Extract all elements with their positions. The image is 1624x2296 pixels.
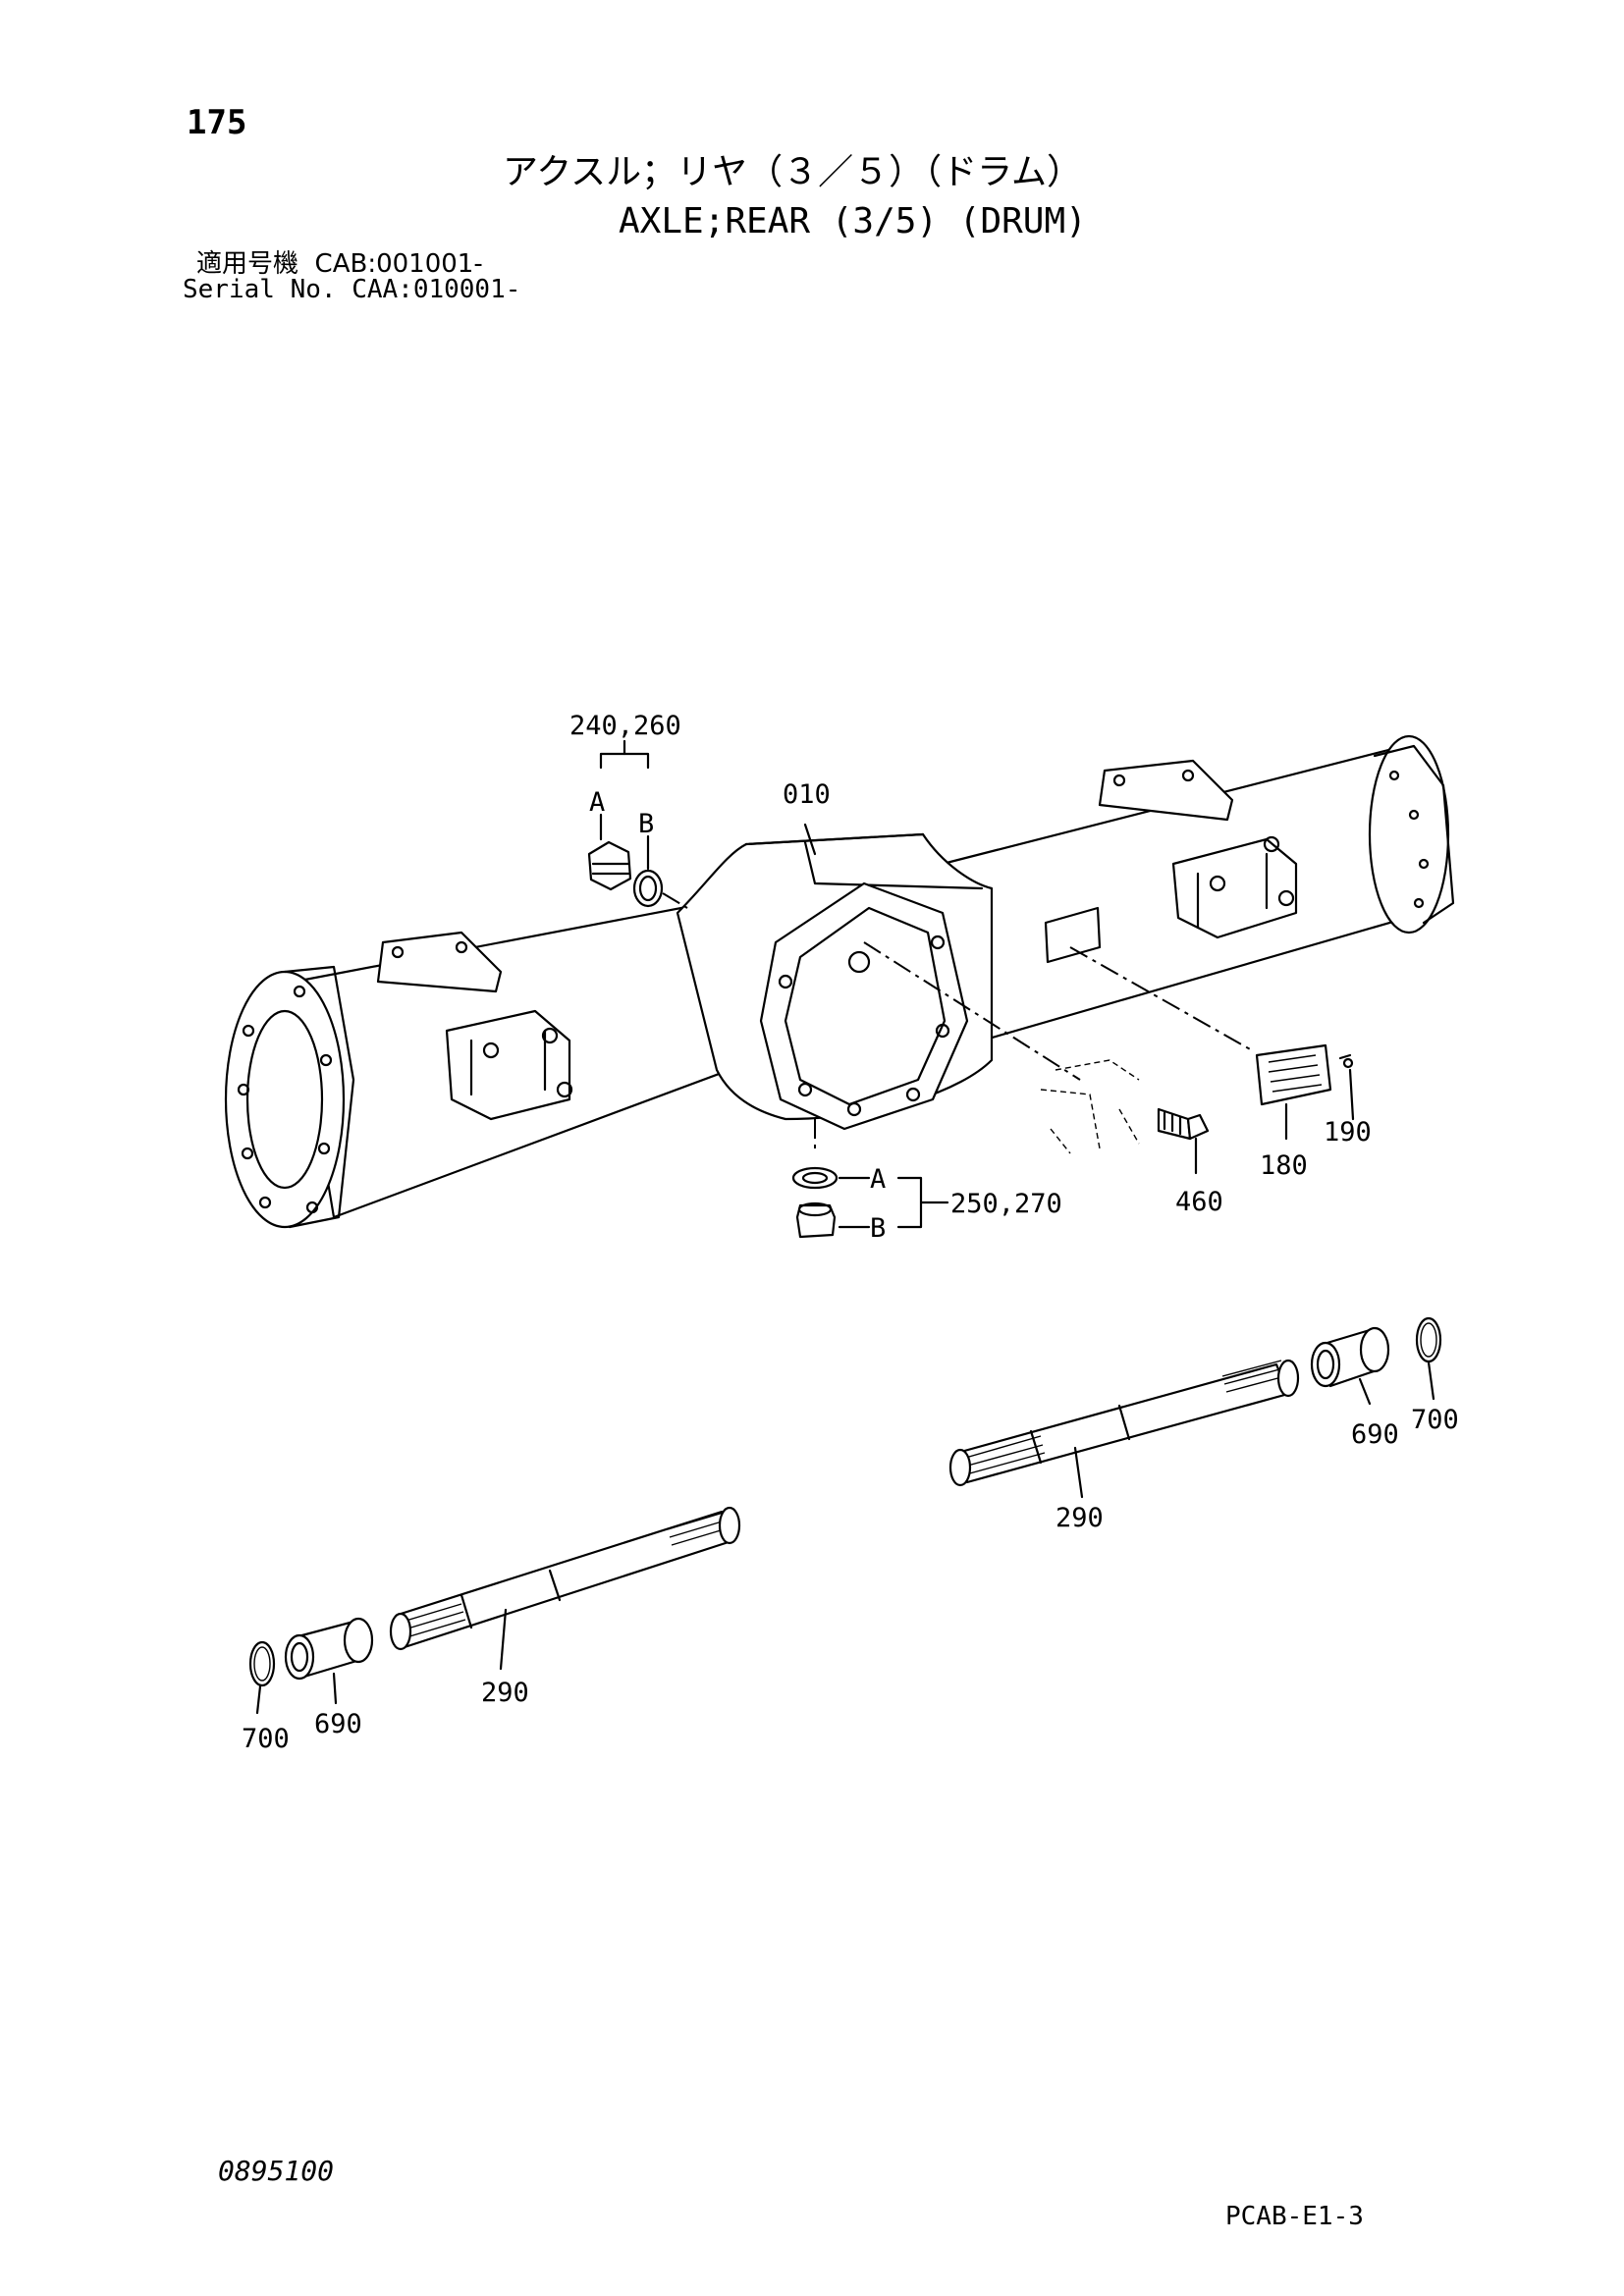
serial-value-2: CAA:010001- bbox=[352, 275, 521, 304]
callout-460: 460 bbox=[1175, 1187, 1223, 1217]
callout-a-top: A bbox=[589, 787, 605, 818]
plug-240-260 bbox=[587, 739, 688, 909]
right-snap-ring-700 bbox=[1415, 1316, 1442, 1401]
plug-250-270 bbox=[791, 1119, 949, 1239]
callout-a-bottom: A bbox=[870, 1164, 886, 1195]
plate-code: PCAB-E1-3 bbox=[1225, 2202, 1364, 2231]
callout-250-270: 250,270 bbox=[950, 1189, 1062, 1219]
serial-label-en: Serial No. bbox=[183, 275, 337, 304]
right-sleeve-690 bbox=[1310, 1326, 1390, 1406]
name-plate-180 bbox=[1069, 946, 1355, 1141]
axle-housing bbox=[224, 734, 1455, 1229]
callout-b-top: B bbox=[638, 809, 654, 839]
serial-value-1: CAB:001001- bbox=[314, 249, 483, 279]
callout-240-260: 240,260 bbox=[569, 711, 681, 741]
callout-700-left: 700 bbox=[242, 1724, 290, 1754]
document-code: 0895100 bbox=[218, 2155, 335, 2187]
callout-290-left: 290 bbox=[481, 1678, 529, 1708]
callout-180: 180 bbox=[1260, 1150, 1308, 1181]
left-shaft-290 bbox=[389, 1506, 741, 1671]
serial-line-1: 適用号機 CAB:001001- bbox=[196, 251, 483, 277]
callout-690-right: 690 bbox=[1351, 1419, 1399, 1450]
left-sleeve-690 bbox=[284, 1617, 374, 1705]
bolt-460 bbox=[863, 941, 1210, 1175]
callout-190: 190 bbox=[1324, 1117, 1372, 1148]
left-snap-ring-700 bbox=[248, 1640, 276, 1715]
right-shaft-290 bbox=[948, 1359, 1300, 1499]
serial-line-2: Serial No. CAA:010001- bbox=[183, 277, 520, 302]
callout-700-right: 700 bbox=[1411, 1405, 1459, 1435]
page-title-english: AXLE;REAR (3/5) (DRUM) bbox=[619, 201, 1087, 241]
callout-290-right: 290 bbox=[1056, 1503, 1104, 1533]
serial-label-jp: 適用号機 bbox=[196, 249, 299, 279]
callout-b-bottom: B bbox=[870, 1213, 886, 1244]
callout-010: 010 bbox=[783, 779, 831, 810]
callout-690-left: 690 bbox=[314, 1709, 362, 1739]
page-number: 175 bbox=[187, 103, 247, 142]
page-title-japanese: アクスル；リヤ（３／５）（ドラム） bbox=[503, 152, 1083, 192]
